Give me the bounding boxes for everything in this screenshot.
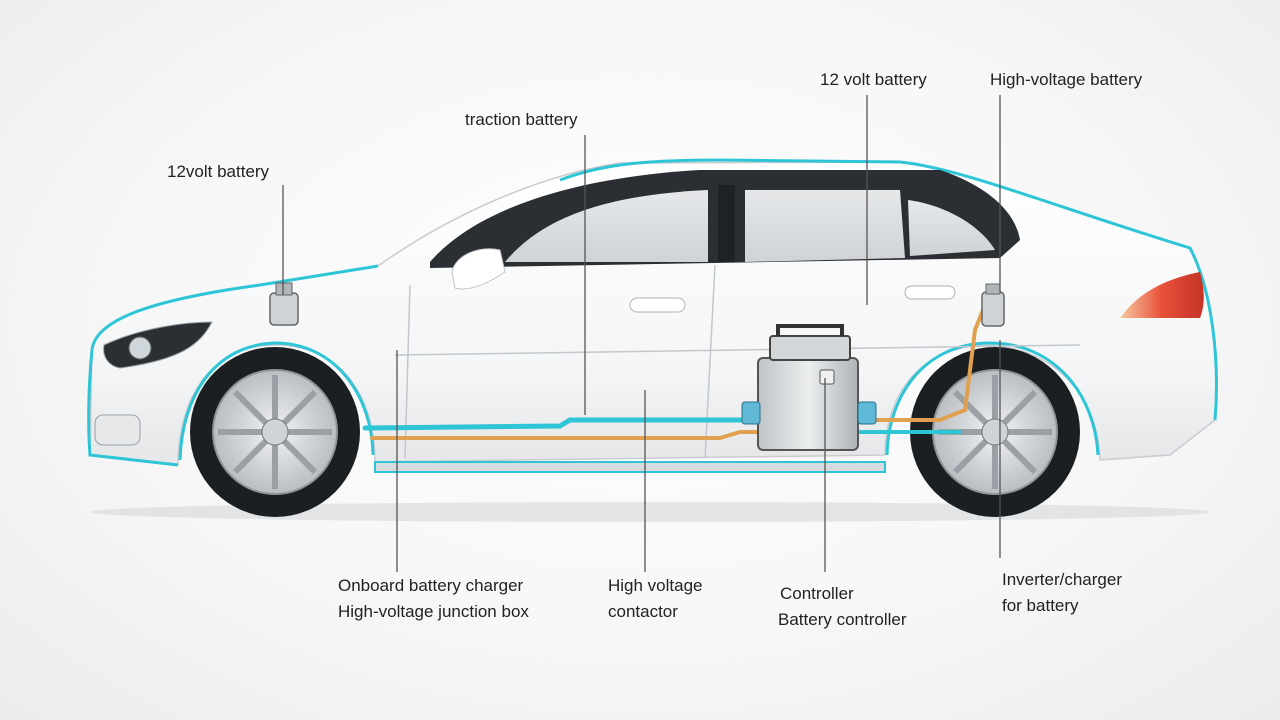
rear-wheel [910, 347, 1080, 517]
rear-hv-component [981, 283, 1005, 327]
label-bottom-2-line1: High voltage [608, 576, 703, 595]
side-mirror [451, 248, 506, 290]
rear-door-handle [904, 285, 956, 300]
front-door-handle [629, 297, 686, 313]
label-bottom-2-line2: contactor [608, 602, 678, 621]
fog-light [94, 414, 141, 446]
label-bottom-1-line1: Onboard battery charger [338, 576, 524, 595]
front-12v-component [269, 282, 299, 326]
label-bottom-4-line2: for battery [1002, 596, 1079, 615]
label-bottom-4-line1: Inverter/charger [1002, 570, 1122, 589]
traction-battery [741, 324, 877, 451]
ground-shadow [90, 502, 1210, 522]
hv-cables [362, 303, 987, 440]
leader-lines [282, 95, 1001, 572]
label-top-right-1: 12 volt battery [820, 70, 927, 89]
label-top-left: 12volt battery [167, 162, 270, 181]
front-wheel [190, 347, 360, 517]
headlight [103, 321, 213, 369]
side-windows [505, 185, 995, 262]
label-bottom-3-line1: Controller [780, 584, 854, 603]
label-top-center: traction battery [465, 110, 578, 129]
label-bottom-3-line2: Battery controller [778, 610, 907, 629]
headlight-lens [128, 336, 152, 360]
tail-light [1120, 272, 1204, 318]
label-bottom-1-line2: High-voltage junction box [338, 602, 529, 621]
label-top-right-2: High-voltage battery [990, 70, 1143, 89]
